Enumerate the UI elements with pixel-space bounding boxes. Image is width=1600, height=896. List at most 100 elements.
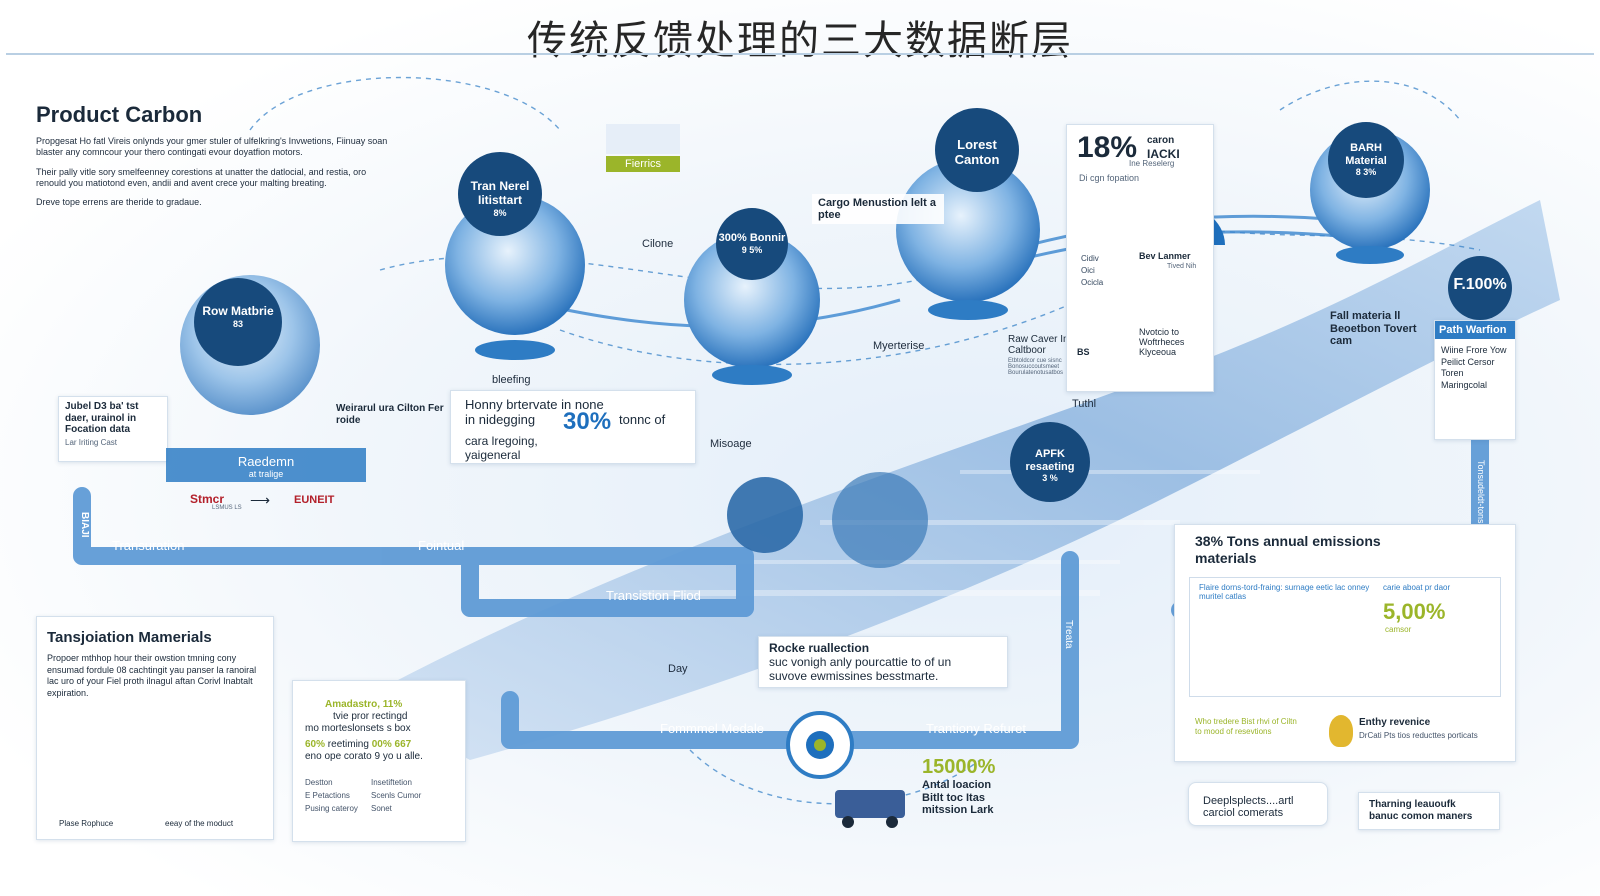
stat-15000-line2: Bitlt toc Itas	[922, 791, 985, 804]
annual-bottom-right-title: Enthy revenice	[1359, 717, 1431, 728]
list-item: Insetiftetion	[371, 778, 412, 787]
fierrics-icon	[606, 124, 680, 154]
honny-card: Honny brtervate in none in nidegging 30%…	[450, 390, 696, 464]
globe-label: Lorest Canton	[954, 137, 1000, 167]
stat-15000-value: 15000%	[922, 756, 996, 778]
raw-caver-text: Raw Caver In Caltboor	[1008, 334, 1069, 356]
crowd-texture	[640, 470, 1260, 596]
list-item: Scenls Cumor	[371, 790, 422, 800]
list-item: Cidiv	[1081, 254, 1099, 263]
globe-forest: Lorest Canton	[937, 137, 1017, 168]
rocke-line1: Rocke ruallection	[769, 641, 870, 655]
rocke-card: Rocke ruallection suc vonigh anly pourca…	[758, 636, 1008, 688]
honny-line3: cara lregoing,	[465, 434, 538, 448]
list-item: Pusing cateroy	[305, 803, 358, 813]
globe-label: APFK resaeting	[1025, 448, 1075, 473]
earth-globe	[727, 477, 803, 553]
amadastro-line5: eno ope corato 9 yo u alle.	[305, 751, 423, 762]
tharning-line1: Tharning leauoufk	[1369, 799, 1456, 810]
globe-bonnir: 300% Bonnir 9 5%	[718, 232, 786, 255]
globe-label: Tran Nerel Iitisttart	[470, 179, 530, 207]
annual-emissions-card: 38% Tons annual emissions materials Flai…	[1174, 524, 1516, 762]
rocke-line3: suvove ewmissines besstmarte.	[769, 669, 939, 683]
stat-18-line4: Di cgn fopation	[1079, 173, 1140, 183]
globe-apfk: APFK resaeting 3 %	[1010, 448, 1090, 484]
annual-bottom-left: Who tredere Bist rhvi of Ciltn to mood o…	[1195, 717, 1297, 736]
amadastro-line1: Amadastro, 11%	[325, 699, 403, 710]
amadastro-line4b: reetiming	[327, 739, 369, 750]
globe-sublabel: 9 5%	[741, 244, 763, 255]
globe-label: 300% Bonnir	[718, 232, 786, 244]
path-warfion-title: Path Warfion	[1435, 321, 1515, 339]
list-item: Ocicla	[1081, 278, 1104, 287]
vertical-label-left: BIAJI	[79, 512, 90, 538]
path-label-trantiony: Trantiony Refuret	[926, 721, 1026, 736]
honny-value: 30%	[563, 408, 612, 435]
deeplects-line1: Deeplsplects....artl	[1203, 795, 1294, 807]
stat-15000-block: 15000% Antal loacion Bitlt toc Itas mits…	[922, 756, 995, 817]
globe-sublabel: 8%	[493, 207, 507, 218]
tuthl-label: Tuthl	[1072, 398, 1097, 410]
amadastro-line4c: 00% 667	[371, 739, 412, 750]
fierrics-label: Fierrics	[606, 156, 680, 172]
net-globe	[832, 472, 928, 568]
stat-18-list: Cidiv Oici Ocicla	[1081, 253, 1103, 289]
annual-bottom-right-sub: DrCati Pts tios reducttes porticats	[1359, 731, 1478, 740]
amadastro-line4: 60% reetiming 00% 667	[305, 739, 465, 750]
stat-18-line2: IACKI	[1147, 147, 1180, 161]
title-divider	[6, 53, 1594, 55]
globe-sublabel: 3 %	[1042, 473, 1058, 484]
tharning-card: Tharning leauoufk banuc comon maners	[1358, 792, 1500, 830]
stat-18-line1: caron	[1147, 135, 1175, 146]
annual-inner-panel	[1189, 577, 1501, 697]
globe-tran-nerel: Tran Nerel Iitisttart 8%	[458, 179, 542, 218]
product-carbon-para2: Their pally vitle sory smelfeenney cores…	[36, 166, 367, 188]
path-label-transuration: Transuration	[112, 538, 185, 553]
rocke-line2: suc vonigh anly pourcattie to of un	[769, 655, 952, 669]
bev-lanmer-label: Bev Lanmer	[1139, 251, 1191, 261]
transport-card: Tansjoiation Mamerials Propoer mthhop ho…	[36, 616, 274, 840]
cargo-menustion-box: Cargo Menustion lelt a ptee	[812, 194, 944, 224]
raedemn-panel	[166, 448, 366, 482]
list-item: Destton	[305, 778, 333, 787]
list-item: E Petactions	[305, 790, 350, 800]
vertical-label-treata: Treata	[1063, 620, 1074, 649]
bs-label: BS	[1077, 347, 1090, 357]
honny-line4: yaigeneral	[465, 448, 521, 462]
strict-logo-sub: LSMUS LS	[212, 505, 242, 511]
cilone-label: Cilone	[642, 238, 674, 250]
cargo-menustion-text: Cargo Menustion lelt a ptee	[818, 197, 936, 221]
page-title: 传统反馈处理的三大数据断层	[527, 18, 1073, 64]
stat-18-value: 18%	[1077, 131, 1138, 164]
raedemn-text: Raedemn	[237, 454, 295, 469]
jubel-small: Lar Iriting Cast	[65, 437, 118, 447]
bev-lanmer-sub: Tived Nih	[1167, 263, 1197, 270]
fall-materials-text: Fall materia ll Beoetbon Tovert cam	[1330, 310, 1417, 348]
list-item: Oici	[1081, 266, 1095, 275]
product-carbon-section: Product Carbon Propgesat Ho fatl Vireis …	[36, 102, 396, 208]
weirarul-text: Weirarul ura Cilton Fer roide	[336, 403, 444, 426]
nvotcio-text: Nvotcio to Woftrheces Klyceoua	[1139, 327, 1185, 357]
wiine-frore-text: Wiine Frore Yow Peilict Cersor Toren Mar…	[1441, 345, 1507, 391]
vertical-label-right: Tonsudeldt-tons	[1476, 460, 1486, 524]
globe-label: BARH Material	[1345, 142, 1387, 167]
transport-heading: Tansjoiation Mamerials	[47, 629, 212, 646]
myerterise-label: Myerterise	[873, 340, 925, 352]
transport-footer-right: eeay of the moduct	[165, 819, 234, 828]
annual-value-sub: camsor	[1385, 625, 1412, 634]
amadastro-items: Destton Insetiftetion E Petactions Scenls …	[305, 777, 463, 815]
annual-sub-left: Flaire dorns-tord-fraing: surnage eetic …	[1199, 583, 1370, 601]
bleefing-label: bleefing	[492, 374, 531, 386]
path-label-transistion: Transistion Fliod	[606, 588, 701, 603]
misoage-label: Misoage	[710, 438, 752, 450]
path-warfion-card: Path Warfion Wiine Frore Yow Peilict Cer…	[1434, 320, 1516, 440]
transport-footer-left: Plase Rophuce	[59, 819, 114, 828]
path-label-fommmel: Fommmel Medale	[660, 721, 765, 736]
globe-label: F.100%	[1453, 276, 1507, 293]
strict-logo: Stmcr	[190, 492, 225, 506]
deeplects-card: Deeplsplects....artl carciol comerats	[1188, 782, 1328, 826]
eunet-logo: EUNEIT	[294, 494, 335, 506]
globe-label: Row Matbrie	[202, 304, 274, 318]
honny-line2a: in nidegging	[465, 412, 536, 427]
amadastro-line3: mo morteslonsets s box	[305, 723, 411, 734]
